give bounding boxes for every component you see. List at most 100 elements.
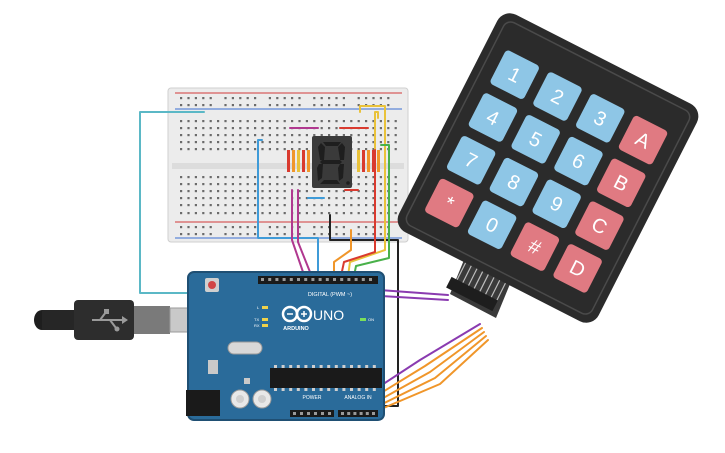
digital-pin[interactable] xyxy=(282,278,286,281)
breadboard-hole[interactable] xyxy=(283,134,286,137)
breadboard-hole[interactable] xyxy=(283,104,286,107)
breadboard-hole[interactable] xyxy=(254,120,257,123)
breadboard-hole[interactable] xyxy=(187,190,190,193)
breadboard-hole[interactable] xyxy=(261,176,264,179)
breadboard-hole[interactable] xyxy=(246,204,249,207)
breadboard-hole[interactable] xyxy=(268,127,271,130)
breadboard-hole[interactable] xyxy=(202,197,205,200)
breadboard-hole[interactable] xyxy=(209,134,212,137)
breadboard-hole[interactable] xyxy=(387,104,390,107)
wire-magenta-2[interactable] xyxy=(297,189,311,273)
breadboard-hole[interactable] xyxy=(239,190,242,193)
breadboard-hole[interactable] xyxy=(217,141,220,144)
breadboard-hole[interactable] xyxy=(276,197,279,200)
breadboard-hole[interactable] xyxy=(224,148,227,151)
breadboard-hole[interactable] xyxy=(187,97,190,100)
breadboard-hole[interactable] xyxy=(372,183,375,186)
breadboard-hole[interactable] xyxy=(194,176,197,179)
breadboard-hole[interactable] xyxy=(350,212,353,215)
breadboard-hole[interactable] xyxy=(305,212,308,215)
breadboard-hole[interactable] xyxy=(276,104,279,107)
breadboard-hole[interactable] xyxy=(254,148,257,151)
breadboard-hole[interactable] xyxy=(298,233,301,236)
breadboard-hole[interactable] xyxy=(180,197,183,200)
wires[interactable] xyxy=(139,105,489,413)
breadboard-hole[interactable] xyxy=(394,148,397,151)
breadboard-hole[interactable] xyxy=(246,97,249,100)
breadboard-hole[interactable] xyxy=(328,204,331,207)
breadboard-hole[interactable] xyxy=(320,127,323,130)
breadboard-hole[interactable] xyxy=(202,183,205,186)
breadboard-hole[interactable] xyxy=(320,97,323,100)
breadboard-hole[interactable] xyxy=(305,176,308,179)
breadboard-hole[interactable] xyxy=(194,183,197,186)
breadboard-hole[interactable] xyxy=(372,233,375,236)
breadboard-hole[interactable] xyxy=(283,148,286,151)
digital-pin[interactable] xyxy=(318,278,322,281)
breadboard-hole[interactable] xyxy=(372,212,375,215)
breadboard-hole[interactable] xyxy=(261,134,264,137)
breadboard-hole[interactable] xyxy=(350,190,353,193)
breadboard-hole[interactable] xyxy=(209,233,212,236)
breadboard-hole[interactable] xyxy=(276,233,279,236)
breadboard-hole[interactable] xyxy=(231,120,234,123)
breadboard-hole[interactable] xyxy=(328,127,331,130)
breadboard-hole[interactable] xyxy=(254,233,257,236)
breadboard-hole[interactable] xyxy=(365,204,368,207)
breadboard-hole[interactable] xyxy=(357,104,360,107)
power-pin[interactable] xyxy=(293,412,296,415)
breadboard-hole[interactable] xyxy=(231,97,234,100)
breadboard-hole[interactable] xyxy=(254,204,257,207)
breadboard-hole[interactable] xyxy=(313,226,316,229)
breadboard-hole[interactable] xyxy=(342,134,345,137)
breadboard-hole[interactable] xyxy=(268,197,271,200)
breadboard-hole[interactable] xyxy=(357,141,360,144)
breadboard-hole[interactable] xyxy=(239,212,242,215)
breadboard-hole[interactable] xyxy=(365,120,368,123)
breadboard-hole[interactable] xyxy=(231,141,234,144)
breadboard-hole[interactable] xyxy=(342,104,345,107)
breadboard-hole[interactable] xyxy=(379,204,382,207)
breadboard-hole[interactable] xyxy=(283,204,286,207)
breadboard-hole[interactable] xyxy=(357,134,360,137)
breadboard-hole[interactable] xyxy=(328,104,331,107)
breadboard-hole[interactable] xyxy=(246,148,249,151)
breadboard-hole[interactable] xyxy=(350,134,353,137)
breadboard-hole[interactable] xyxy=(202,204,205,207)
breadboard-hole[interactable] xyxy=(254,134,257,137)
breadboard-hole[interactable] xyxy=(261,183,264,186)
breadboard-hole[interactable] xyxy=(328,134,331,137)
breadboard-hole[interactable] xyxy=(202,212,205,215)
breadboard-hole[interactable] xyxy=(209,183,212,186)
breadboard-hole[interactable] xyxy=(180,233,183,236)
breadboard-hole[interactable] xyxy=(394,176,397,179)
breadboard-hole[interactable] xyxy=(246,183,249,186)
breadboard-hole[interactable] xyxy=(268,134,271,137)
breadboard-hole[interactable] xyxy=(209,204,212,207)
breadboard-hole[interactable] xyxy=(320,204,323,207)
breadboard-hole[interactable] xyxy=(180,176,183,179)
breadboard-hole[interactable] xyxy=(202,134,205,137)
breadboard-hole[interactable] xyxy=(268,226,271,229)
breadboard-hole[interactable] xyxy=(313,97,316,100)
bottom-header-pins[interactable] xyxy=(293,412,375,415)
breadboard-hole[interactable] xyxy=(335,97,338,100)
breadboard-hole[interactable] xyxy=(254,141,257,144)
breadboard-hole[interactable] xyxy=(320,226,323,229)
digital-pin[interactable] xyxy=(347,278,351,281)
breadboard-hole[interactable] xyxy=(180,190,183,193)
breadboard-hole[interactable] xyxy=(224,97,227,100)
breadboard-hole[interactable] xyxy=(231,204,234,207)
breadboard-hole[interactable] xyxy=(342,97,345,100)
breadboard-hole[interactable] xyxy=(194,148,197,151)
breadboard-hole[interactable] xyxy=(180,97,183,100)
keypad-key-1-0[interactable]: 4 xyxy=(467,92,518,143)
breadboard-hole[interactable] xyxy=(246,141,249,144)
digital-pin[interactable] xyxy=(261,278,264,281)
breadboard-hole[interactable] xyxy=(268,120,271,123)
breadboard-hole[interactable] xyxy=(202,226,205,229)
breadboard-hole[interactable] xyxy=(298,148,301,151)
digital-pin[interactable] xyxy=(333,278,336,281)
breadboard-hole[interactable] xyxy=(261,204,264,207)
breadboard-hole[interactable] xyxy=(365,233,368,236)
